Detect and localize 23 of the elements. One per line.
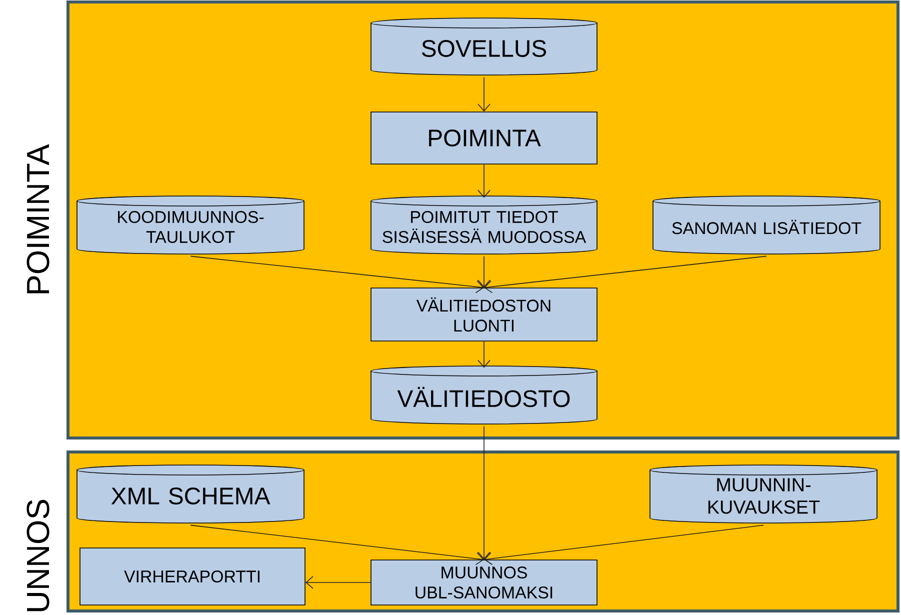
database-cylinder: VÄLITIEDOSTO	[370, 366, 598, 424]
process-box: VÄLITIEDOSTON LUONTI	[370, 288, 598, 342]
arrow	[190, 256, 484, 294]
section-title: POIMINTA	[26, 144, 50, 294]
arrow	[484, 524, 764, 566]
arrow	[478, 164, 490, 198]
database-cylinder: POIMITUT TIEDOT SISÄISESSÄ MUODOSSA	[370, 196, 598, 254]
database-cylinder: SOVELLUS	[370, 18, 598, 76]
arrow	[484, 256, 767, 294]
arrow	[478, 341, 490, 368]
database-cylinder: SANOMAN LISÄTIEDOT	[652, 196, 880, 254]
process-box: POIMINTA	[370, 112, 598, 164]
database-cylinder: MUUNNIN- KUVAUKSET	[650, 464, 878, 524]
arrow	[305, 576, 371, 589]
database-cylinder: XML SCHEMA	[76, 464, 304, 524]
section-title: UNNOS	[26, 500, 50, 612]
database-cylinder: KOODIMUUNNOS- TAULUKOT	[76, 196, 304, 254]
arrow	[190, 524, 484, 566]
arrow	[478, 256, 490, 288]
process-box: VIRHERAPORTTI	[80, 548, 306, 606]
process-box: MUUNNOS UBL-SANOMAKSI	[370, 560, 598, 606]
arrow	[478, 426, 490, 560]
arrow	[478, 76, 490, 112]
